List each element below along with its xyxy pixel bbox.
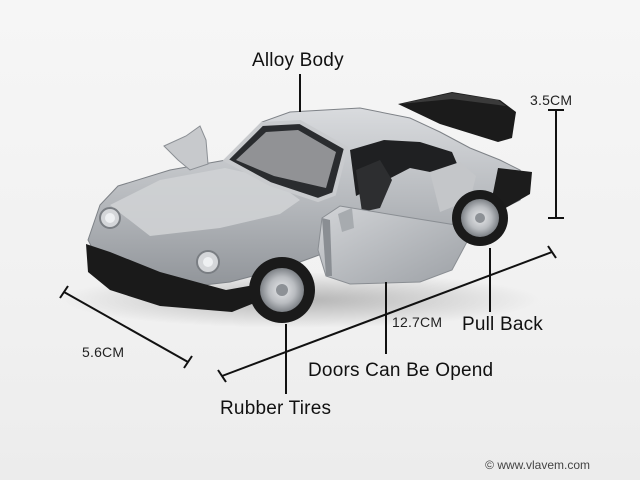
headlight-right-inner — [203, 257, 213, 267]
headlight-left-inner — [105, 213, 115, 223]
interior-seat — [356, 160, 392, 212]
rear-spoiler — [398, 92, 516, 142]
front-bumper — [86, 244, 262, 312]
width-dimension-label: 5.6CM — [82, 344, 125, 360]
hood-highlight — [110, 168, 300, 236]
rear-spoiler-top — [400, 93, 506, 106]
watermark: © www.vlavem.com — [485, 458, 590, 472]
door-inner-edge — [322, 218, 332, 276]
open-door — [317, 205, 469, 285]
front-wheel-hub — [276, 284, 288, 296]
length-dimension-label: 12.7CM — [392, 314, 443, 330]
pull-back-label: Pull Back — [462, 314, 544, 335]
doors-label: Doors Can Be Opend — [308, 360, 494, 381]
rubber-tires-label: Rubber Tires — [220, 398, 332, 419]
rear-wheel-hub — [475, 213, 485, 223]
alloy-body-label: Alloy Body — [252, 50, 344, 71]
dimension-lines — [59, 74, 564, 394]
rear-bumper — [492, 168, 532, 210]
side-mirror — [338, 208, 354, 232]
far-door — [163, 125, 209, 171]
windshield-glass — [236, 130, 336, 188]
height-dimension-label: 3.5CM — [530, 92, 573, 108]
